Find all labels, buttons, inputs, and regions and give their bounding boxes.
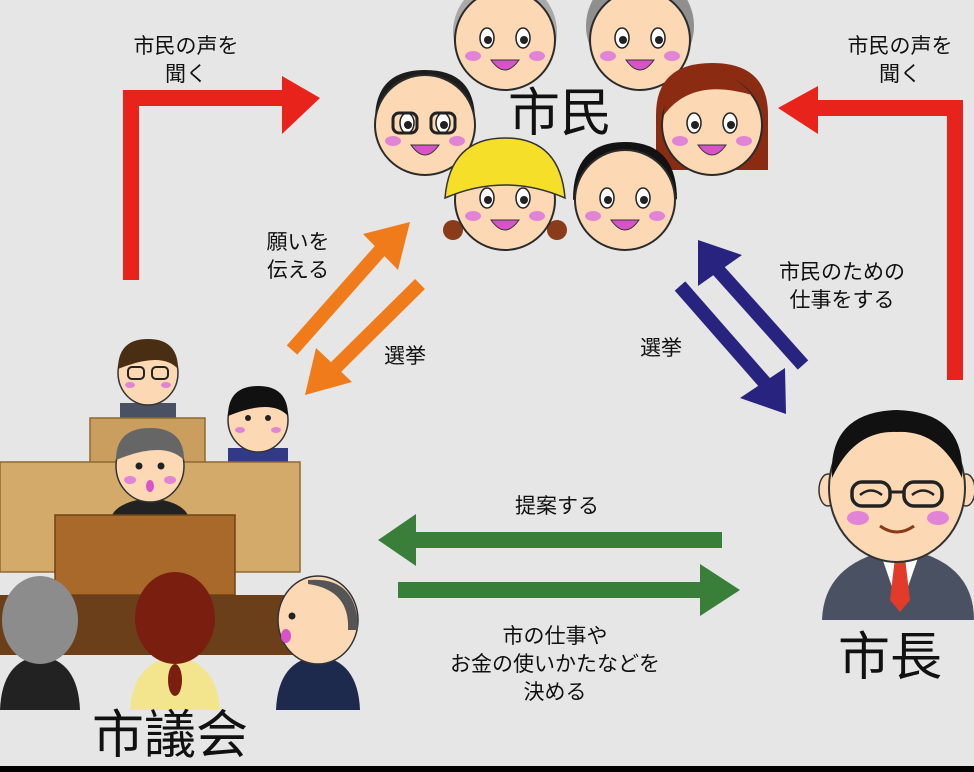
navy-arrow-down bbox=[674, 281, 771, 388]
navy-arrowhead-down bbox=[740, 368, 786, 414]
orange-arrowhead-down bbox=[305, 348, 352, 395]
red-arrow-left bbox=[123, 90, 290, 280]
navy-arrow-up bbox=[712, 265, 809, 370]
red-arrowhead-left bbox=[282, 76, 320, 134]
label-listen-left: 市民の声を 聞く bbox=[133, 34, 239, 86]
citizens-title: 市民 bbox=[508, 84, 613, 144]
label-election-right: 選挙 bbox=[640, 336, 682, 360]
red-arrowhead-right bbox=[778, 86, 818, 134]
label-election-left: 選挙 bbox=[384, 344, 426, 368]
mayor-title: 市長 bbox=[838, 628, 943, 688]
navy-arrowhead-up bbox=[698, 240, 742, 286]
citizens-illustration bbox=[374, 0, 768, 251]
council-title: 市議会 bbox=[92, 706, 249, 766]
green-arrowhead-right bbox=[700, 564, 740, 616]
label-decide: 市の仕事や お金の使いかたなどを 決める bbox=[450, 624, 660, 704]
mayor-illustration bbox=[818, 410, 974, 620]
orange-arrow-up bbox=[286, 240, 391, 355]
green-arrowhead-left bbox=[378, 514, 416, 566]
label-listen-right: 市民の声を 聞く bbox=[847, 34, 953, 86]
council-illustration bbox=[0, 339, 360, 710]
orange-arrowhead-up bbox=[363, 222, 410, 270]
label-propose: 提案する bbox=[515, 494, 599, 518]
label-work-for-citizens: 市民のための 仕事をする bbox=[779, 260, 905, 312]
orange-arrow-down bbox=[325, 279, 425, 378]
red-arrow-right bbox=[810, 100, 963, 380]
label-wish: 願いを 伝える bbox=[266, 230, 330, 282]
